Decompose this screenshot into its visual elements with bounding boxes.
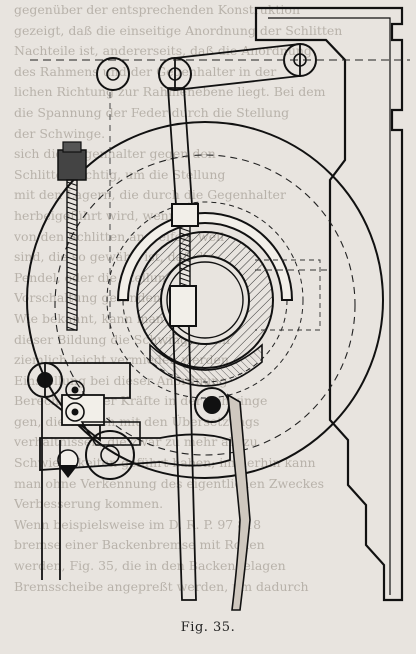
adjust-nut-top	[62, 141, 82, 153]
bottom-pivot-pin	[203, 396, 221, 414]
show-through-line: der Schwinge.	[14, 125, 106, 141]
frame-inner	[268, 17, 391, 595]
bottom-lever	[39, 433, 231, 471]
show-through-line: Bremsscheibe angepreßt werden, um dadurc…	[14, 578, 309, 594]
show-through-line: die Spannung der Feder durch die Stellun…	[14, 104, 290, 120]
top-pivot-left-pin	[106, 67, 120, 81]
shaft	[166, 261, 244, 339]
show-through-line: gezeigt, daß die einseitige Anordnung de…	[14, 22, 343, 38]
show-through-line: Verbesserung kommen.	[14, 496, 164, 512]
show-through-line: werden, Fig. 35, die in den Backengelage…	[14, 558, 286, 574]
brake-drum-rim	[54, 154, 356, 456]
small-pivot-1-pin	[71, 386, 79, 394]
hanger-link	[167, 87, 193, 206]
bottom-left-pivot-pin	[100, 445, 120, 465]
brake-band	[116, 212, 294, 301]
show-through-line: Nachteile ist, andererseits, daß die Ano…	[14, 43, 312, 59]
left-threaded-rod	[66, 179, 78, 331]
construction-box	[255, 259, 321, 331]
figure-caption: Fig. 35.	[180, 620, 236, 635]
show-through-line: bremse einer Backenbremse mit Rollen	[14, 537, 265, 553]
screw-block	[171, 203, 199, 227]
hub-dashed-1	[106, 201, 304, 399]
hand-lever	[227, 393, 251, 611]
show-through-line: gegenüber der entsprechenden Konstruktio…	[14, 2, 300, 17]
small-pivot-1	[65, 380, 85, 400]
adjust-nut	[57, 149, 87, 181]
show-through-line: lichen Richtung zur Rahmenebene liegt. B…	[14, 84, 326, 100]
bottom-left-pivot	[85, 430, 135, 480]
top-link	[174, 42, 301, 92]
rod-block	[169, 285, 197, 327]
small-pivot-2-pin	[71, 408, 79, 416]
lower-shoe	[149, 343, 263, 387]
show-through-line: mit den Lagern, die durch die Gegenhalte…	[14, 187, 286, 203]
show-through-line: des Rahmens und der Gegenhalter in der	[14, 63, 277, 79]
frame-outline	[254, 6, 404, 602]
small-pivot-2	[65, 402, 85, 422]
brake-drum-outer	[26, 121, 384, 479]
top-pivot-left	[96, 57, 130, 91]
show-through-line: Wenn beispielsweise im D. R. P. 97 818	[14, 516, 262, 532]
